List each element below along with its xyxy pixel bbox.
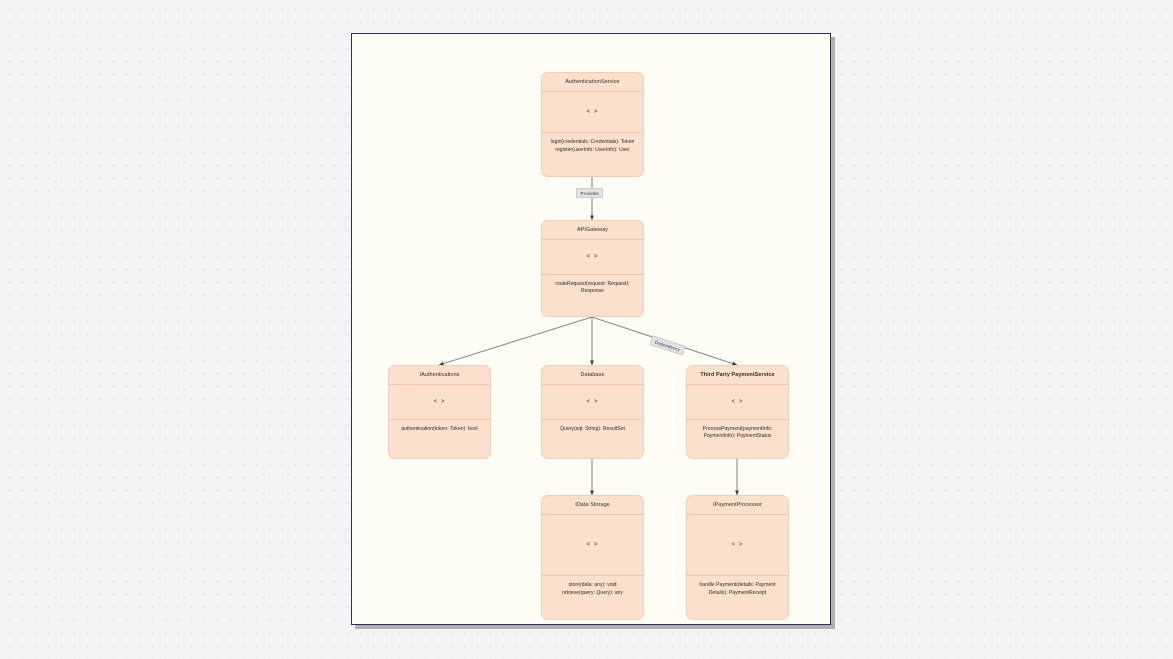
class-attributes-third-party-payment-service: < > xyxy=(687,385,788,420)
empty-compartment-glyph: < > xyxy=(586,398,599,405)
empty-compartment-glyph: < > xyxy=(586,253,599,260)
method-item: authentication(token: Token): bool xyxy=(401,425,478,432)
class-attributes-ipayment-processor: < > xyxy=(687,515,788,576)
class-attributes-authentication-service: < > xyxy=(542,92,643,133)
edge-label-dependency: Dependency xyxy=(649,335,686,356)
method-item: Response xyxy=(581,288,604,295)
class-name-third-party-payment-service: Third Party PaymentService xyxy=(687,366,788,385)
class-attributes-database: < > xyxy=(542,385,643,420)
method-item: routeRequest(request: Request): xyxy=(555,280,630,287)
class-name-idata-storage: IData Storage xyxy=(542,496,643,515)
method-item: PaymentInfo): PaymentStatus xyxy=(703,433,772,440)
class-node-authentication-service[interactable]: AuthenticationService < > login(credenti… xyxy=(541,72,644,177)
class-node-third-party-payment-service[interactable]: Third Party PaymentService < > ProcessPa… xyxy=(686,365,789,459)
class-methods-database: Query(sql: String): ResultSet xyxy=(542,420,643,458)
empty-compartment-glyph: < > xyxy=(731,541,744,548)
method-item: Details): PaymentReceipt xyxy=(708,589,767,596)
class-node-idata-storage[interactable]: IData Storage < > store(data: any): void… xyxy=(541,495,644,620)
empty-compartment-glyph: < > xyxy=(433,398,446,405)
method-item: retrieve(query: Query): any xyxy=(562,589,623,596)
class-node-database[interactable]: Database < > Query(sql: String): ResultS… xyxy=(541,365,644,459)
diagram-canvas[interactable]: AuthenticationService < > login(credenti… xyxy=(351,33,831,625)
class-name-api-gateway: APIGateway xyxy=(542,221,643,240)
method-item: ProcessPayment(paymentInfo: xyxy=(702,425,773,432)
empty-compartment-glyph: < > xyxy=(586,108,599,115)
class-methods-iauthentications: authentication(token: Token): bool xyxy=(389,420,490,458)
class-methods-ipayment-processor: handle Payment(details: Payment Details)… xyxy=(687,576,788,619)
method-item: Query(sql: String): ResultSet xyxy=(560,425,625,432)
method-item: handle Payment(details: Payment xyxy=(699,582,776,588)
class-methods-authentication-service: login(credentials: Credentials): Token r… xyxy=(542,133,643,176)
class-name-iauthentications: IAuthentications xyxy=(389,366,490,385)
edge-gateway-to-iauth xyxy=(438,316,593,366)
diagram-canvas-wrapper: AuthenticationService < > login(credenti… xyxy=(351,33,831,625)
class-node-api-gateway[interactable]: APIGateway < > routeRequest(request: Req… xyxy=(541,220,644,317)
class-name-ipayment-processor: IPaymentProcessor xyxy=(687,496,788,515)
class-name-database: Database xyxy=(542,366,643,385)
class-node-ipayment-processor[interactable]: IPaymentProcessor < > handle Payment(det… xyxy=(686,495,789,620)
class-attributes-iauthentications: < > xyxy=(389,385,490,420)
method-item: store(data: any): void xyxy=(568,582,617,588)
method-item: login(credentials: Credentials): Token xyxy=(550,139,635,145)
class-attributes-idata-storage: < > xyxy=(542,515,643,576)
empty-compartment-glyph: < > xyxy=(731,398,744,405)
class-methods-third-party-payment-service: ProcessPayment(paymentInfo: PaymentInfo)… xyxy=(687,420,788,458)
empty-compartment-glyph: < > xyxy=(586,541,599,548)
class-methods-api-gateway: routeRequest(request: Request): Response xyxy=(542,275,643,316)
method-item: register(userInfo: UserInfo): User xyxy=(555,146,630,153)
edge-label-provides: Provides xyxy=(576,188,604,198)
class-attributes-api-gateway: < > xyxy=(542,240,643,275)
class-node-iauthentications[interactable]: IAuthentications < > authentication(toke… xyxy=(388,365,491,459)
class-methods-idata-storage: store(data: any): void retrieve(query: Q… xyxy=(542,576,643,619)
class-name-authentication-service: AuthenticationService xyxy=(542,73,643,92)
